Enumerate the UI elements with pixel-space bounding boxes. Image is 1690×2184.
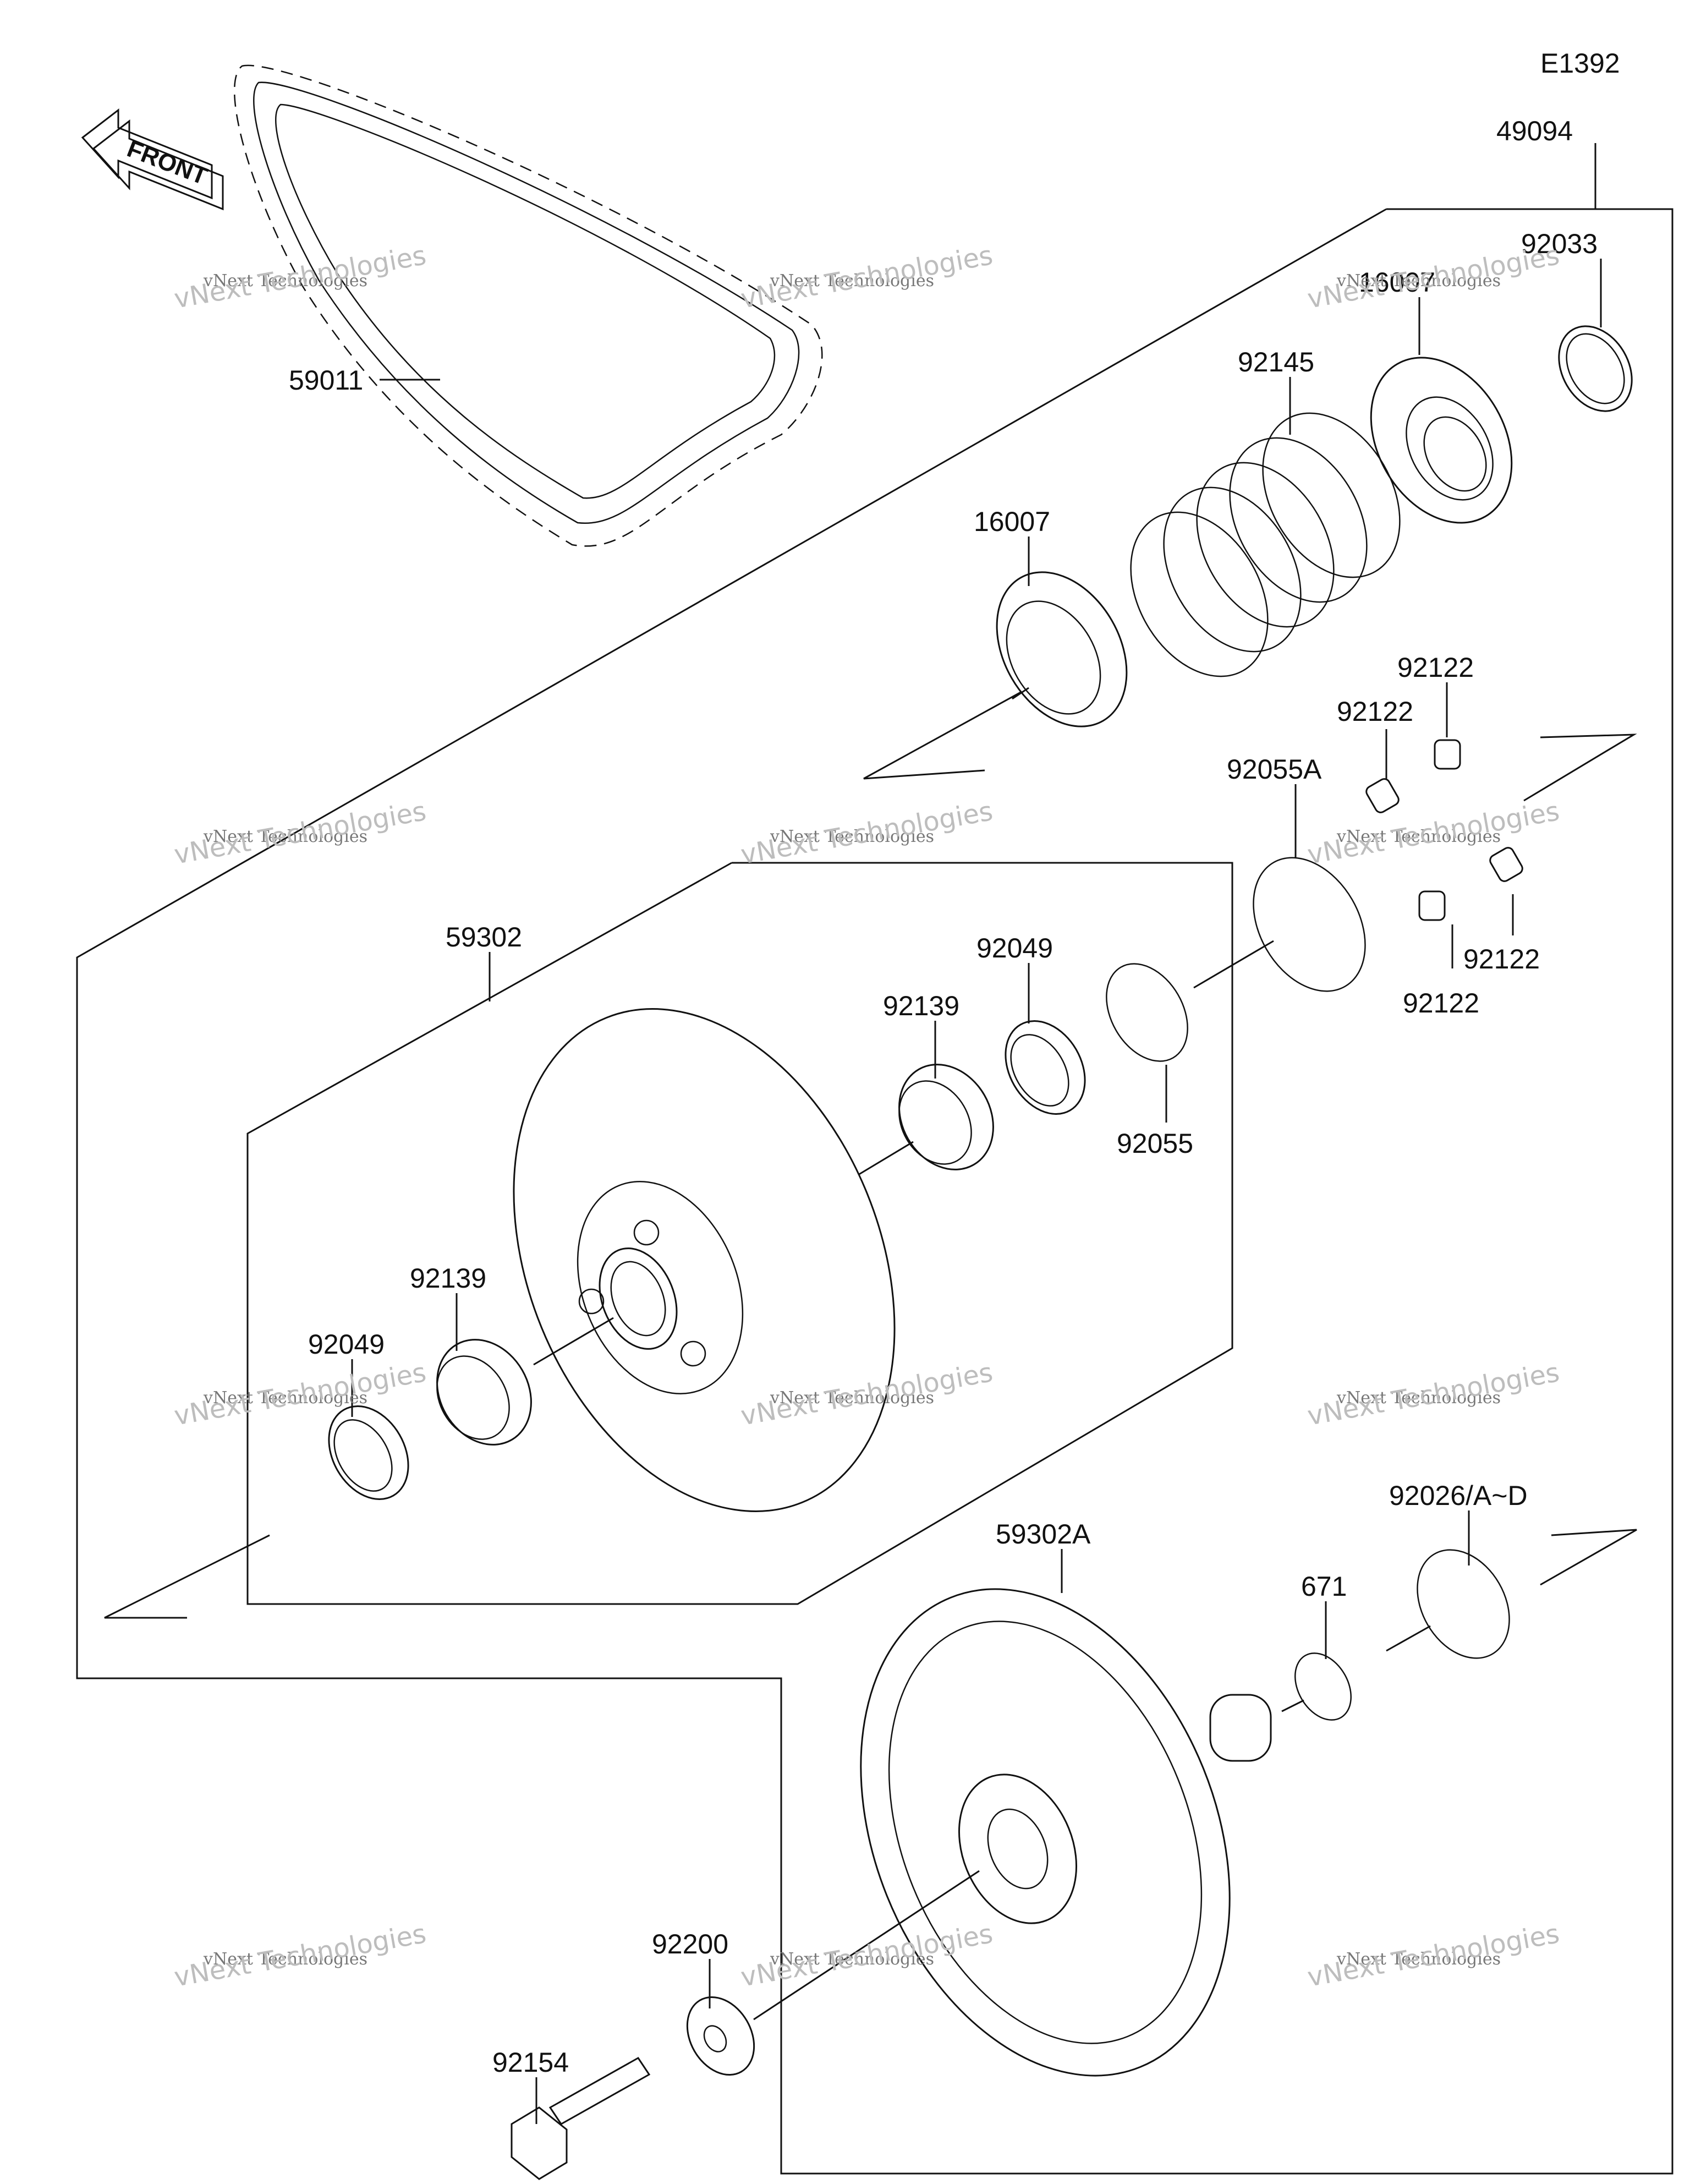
cam-16007-upper — [1370, 357, 1513, 524]
slider-92122-a — [1434, 739, 1461, 770]
shim-92026 — [1417, 1549, 1510, 1659]
guide-wedge-3 — [104, 1534, 270, 1619]
front-arrow-icon: FRONT — [81, 108, 224, 211]
sheave-59302A — [860, 1588, 1272, 2077]
cam-16007-lower — [996, 571, 1128, 727]
svg-text:vNext Technologies: vNext Technologies — [1305, 1918, 1562, 1993]
washer-92200 — [686, 1996, 755, 2076]
diagram-code: E1392 — [1540, 48, 1620, 79]
label-92145: 92145 — [1238, 347, 1314, 377]
label-59302A: 59302A — [996, 1519, 1091, 1550]
label-92139-lower: 92139 — [410, 1263, 486, 1294]
slider-92122-d — [1418, 890, 1446, 921]
svg-text:vNext Technologies: vNext Technologies — [203, 271, 367, 291]
svg-text:vNext Technologies: vNext Technologies — [770, 271, 934, 291]
slider-92122-c — [1489, 847, 1523, 882]
svg-text:vNext Technologies: vNext Technologies — [1336, 1388, 1501, 1408]
label-92154: 92154 — [492, 2047, 569, 2078]
label-16007-upper: 16007 — [1359, 267, 1435, 298]
bolt-92154 — [511, 2057, 651, 2180]
svg-text:vNext Technologies: vNext Technologies — [172, 1357, 429, 1432]
label-92122-b: 92122 — [1337, 696, 1413, 727]
label-92033: 92033 — [1521, 228, 1598, 259]
label-671: 671 — [1301, 1571, 1347, 1602]
bushing-92139-lower — [436, 1339, 532, 1446]
svg-text:vNext Technologies: vNext Technologies — [738, 796, 995, 871]
label-92055: 92055 — [1117, 1128, 1193, 1159]
label-59302: 59302 — [446, 922, 522, 953]
svg-text:vNext Technologies: vNext Technologies — [203, 1388, 367, 1408]
label-92200: 92200 — [652, 1929, 728, 1959]
label-92055A: 92055A — [1227, 754, 1322, 785]
svg-text:vNext Technologies: vNext Technologies — [172, 1918, 429, 1993]
label-92122-d: 92122 — [1403, 988, 1479, 1019]
o-ring-92055 — [1106, 963, 1188, 1062]
svg-text:vNext Technologies: vNext Technologies — [172, 796, 429, 871]
seal-92049-lower — [328, 1405, 409, 1500]
svg-text:vNext Technologies: vNext Technologies — [1305, 240, 1562, 315]
spring-92145 — [1130, 412, 1401, 677]
seal-92049-upper — [1005, 1020, 1086, 1115]
label-92122-c: 92122 — [1463, 944, 1540, 975]
label-92049-lower: 92049 — [308, 1329, 385, 1360]
drive-belt — [233, 64, 823, 547]
svg-text:vNext Technologies: vNext Technologies — [172, 240, 429, 315]
svg-text:vNext Technologies: vNext Technologies — [203, 827, 367, 846]
ring-671 — [1294, 1652, 1352, 1721]
snap-ring-92033 — [1558, 325, 1633, 412]
svg-text:FRONT: FRONT — [123, 135, 211, 190]
assembly-frame-59302 — [246, 862, 1233, 1605]
label-92139-upper: 92139 — [883, 990, 959, 1021]
svg-text:vNext Technologies: vNext Technologies — [738, 240, 995, 315]
label-59011: 59011 — [289, 365, 363, 396]
assembly-frame-49094 — [76, 208, 1673, 2175]
svg-text:vNext Technologies: vNext Technologies — [1336, 1950, 1501, 1969]
svg-text:vNext Technologies: vNext Technologies — [1336, 827, 1501, 846]
guide-wedge-2 — [1523, 734, 1637, 802]
svg-text:vNext Technologies: vNext Technologies — [1305, 1357, 1562, 1432]
svg-text:vNext Technologies: vNext Technologies — [770, 827, 934, 846]
slider-92122-b — [1365, 778, 1400, 813]
svg-text:vNext Technologies: vNext Technologies — [1305, 796, 1562, 871]
bushing-92139-upper — [898, 1064, 994, 1170]
label-92026: 92026/A~D — [1389, 1480, 1528, 1511]
sheave-59302 — [513, 1008, 896, 1512]
o-ring-92055A — [1253, 857, 1366, 992]
leader-lines — [351, 143, 1602, 2124]
svg-text:vNext Technologies: vNext Technologies — [770, 1950, 934, 1969]
svg-text:vNext Technologies: vNext Technologies — [1336, 271, 1501, 291]
label-16007-lower: 16007 — [974, 506, 1050, 537]
label-49094: 49094 — [1496, 116, 1573, 146]
svg-text:vNext Technologies: vNext Technologies — [770, 1388, 934, 1408]
guide-wedge-1 — [863, 687, 1029, 780]
guide-wedge-4 — [1540, 1529, 1637, 1586]
svg-text:vNext Technologies: vNext Technologies — [203, 1950, 367, 1969]
label-92122-a: 92122 — [1397, 652, 1474, 683]
label-92049-upper: 92049 — [976, 933, 1053, 964]
